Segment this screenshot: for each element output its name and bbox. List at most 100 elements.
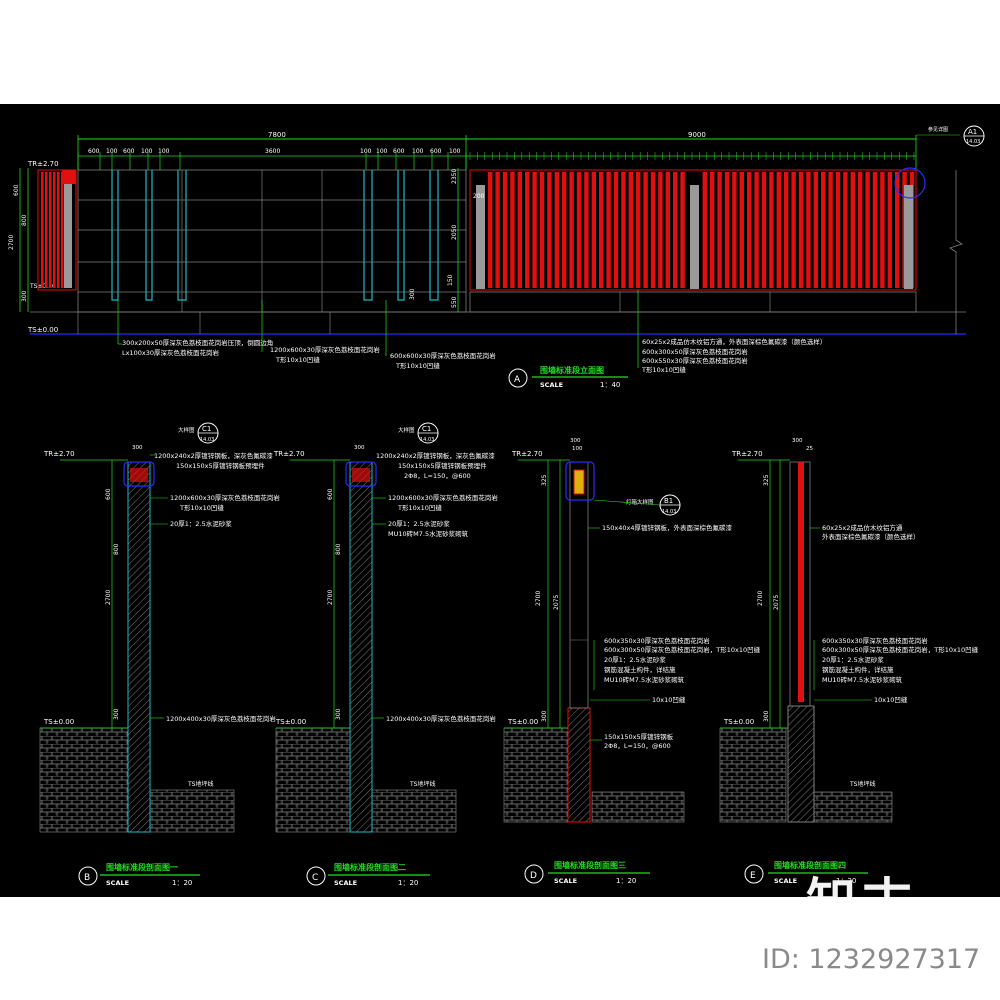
seg-dim-10: 600 bbox=[430, 148, 442, 155]
note-mid2-1: T形10x10凹缝 bbox=[395, 361, 440, 370]
sec-c-letter: C bbox=[312, 873, 318, 883]
sec-e-note-1: 外表面深棕色氟碳漆（颜色选样） bbox=[822, 532, 920, 541]
sec-e-vdim-3: 300 bbox=[763, 710, 770, 722]
sec-e-dim-top2: 25 bbox=[806, 446, 813, 452]
sec-d-callout: B1 bbox=[664, 497, 673, 505]
red-bar bbox=[658, 172, 663, 288]
left-red-bars bbox=[41, 172, 64, 288]
sec-d-note-4: 钢筋混凝土构件，详结施 bbox=[604, 665, 676, 674]
vert-dim-1: 2700 bbox=[8, 235, 15, 250]
right-vert-dim-2350: 2350 bbox=[451, 169, 458, 184]
seg-dim-11: 100 bbox=[449, 148, 461, 155]
right-light-column-3 bbox=[904, 185, 913, 289]
sec-d-level-bottom: TS±0.00 bbox=[507, 718, 538, 726]
red-bar bbox=[562, 172, 567, 288]
right-red-bars bbox=[488, 172, 915, 288]
red-bar bbox=[502, 172, 508, 288]
sec-c-callout-sub: 14.03 bbox=[420, 437, 434, 443]
seg-dim-9: 100 bbox=[412, 148, 424, 155]
sec-c-note-6: MU10砖M7.5水泥砂浆砌筑 bbox=[388, 529, 469, 538]
sec-e-note-3: 600x300x50厚深灰色荔枝面花岗岩，T形10x10凹缝 bbox=[822, 645, 979, 654]
sec-c-scale: 1：20 bbox=[398, 879, 418, 887]
sec-b-scale: 1：20 bbox=[172, 879, 192, 887]
red-bar bbox=[850, 172, 855, 288]
red-bar bbox=[628, 172, 633, 288]
sec-b-level-bottom: TS±0.00 bbox=[43, 718, 74, 726]
red-bar bbox=[843, 172, 848, 288]
sec-e-note-6: MU10砖M7.5水泥砂浆砌筑 bbox=[822, 675, 903, 684]
sec-b-ground: TS地坪线 bbox=[187, 780, 213, 788]
left-wall-panel bbox=[77, 169, 467, 334]
red-bar bbox=[717, 172, 722, 288]
title-letter: A bbox=[514, 375, 521, 385]
watermark-logo: 知末 bbox=[806, 873, 918, 931]
tag-150: 150 bbox=[447, 274, 454, 286]
scale-value: 1：40 bbox=[600, 381, 620, 389]
red-bar bbox=[495, 172, 500, 288]
sec-e-level-bottom: TS±0.00 bbox=[723, 718, 754, 726]
sec-b-letter: B bbox=[84, 873, 90, 883]
sec-c-vdim-3: 300 bbox=[335, 708, 342, 720]
sec-d-note-2: 600x300x50厚深灰色荔枝面花岗岩，T形10x10凹缝 bbox=[604, 645, 761, 654]
seg-dim-3: 100 bbox=[141, 148, 153, 155]
sec-d-callout-sub: 14.03 bbox=[662, 509, 676, 515]
level-bottom-label: TS±0.00 bbox=[27, 326, 58, 334]
red-bar bbox=[613, 172, 619, 288]
red-bar bbox=[798, 172, 804, 288]
stone-post bbox=[363, 170, 373, 301]
sec-d-vdim-1: 2700 bbox=[535, 591, 542, 606]
vert-dim-3: 800 bbox=[21, 214, 28, 226]
sec-d-letter: D bbox=[530, 871, 537, 881]
stone-post bbox=[111, 170, 119, 301]
left-red-end-panel bbox=[37, 169, 77, 291]
red-bar bbox=[872, 172, 878, 288]
right-light-column-1 bbox=[476, 185, 485, 289]
red-bar bbox=[761, 172, 767, 288]
sec-d-dim-top2: 100 bbox=[572, 446, 583, 452]
sec-b-vdim-2: 800 bbox=[113, 543, 120, 555]
sec-c-note-1: 150x150x5厚镀锌钢板预埋件 bbox=[398, 461, 487, 470]
sec-e-note-7: 10x10凹缝 bbox=[874, 695, 908, 704]
sec-d-scale-label: SCALE bbox=[554, 877, 577, 885]
red-bar bbox=[650, 172, 656, 288]
sec-c-scale-label: SCALE bbox=[334, 879, 357, 887]
red-bar bbox=[591, 172, 596, 288]
overall-dimension-lines: 7800 9000 bbox=[77, 131, 917, 170]
sec-e-vdim-0: 325 bbox=[763, 474, 770, 486]
sec-c-ground: TS地坪线 bbox=[409, 780, 435, 788]
sec-b-title: 围墙标准段剖面图一 bbox=[106, 862, 178, 872]
note-mid-0: 1200x600x30厚深灰色荔枝面花岗岩 bbox=[270, 345, 380, 354]
sec-e-note-0: 60x25x2成品仿木纹铝方通 bbox=[822, 523, 903, 532]
red-bar bbox=[584, 172, 589, 288]
level-top-label: TR±2.70 bbox=[27, 160, 59, 168]
sec-b-vdim-3: 300 bbox=[113, 708, 120, 720]
sec-c-callout-label: 大样图 bbox=[398, 426, 415, 434]
sec-c-note-2: 2Φ8，L=150，@600 bbox=[404, 472, 471, 480]
red-bar bbox=[776, 172, 781, 288]
sec-e-letter: E bbox=[750, 871, 756, 881]
sec-d-vdim-0: 325 bbox=[541, 474, 548, 486]
section-d: TR±2.70 TS±0.00 325 2700 2075 300 300 10… bbox=[503, 438, 761, 885]
sec-e-note-2: 600x350x30厚深灰色荔枝面花岗岩 bbox=[822, 636, 928, 645]
sec-b-note-4: 20厚1：2.5水泥砂浆 bbox=[170, 519, 232, 528]
sec-d-note-6: 10x10凹缝 bbox=[652, 695, 686, 704]
drawing-canvas: 7800 9000 600 100 600 100 100 3600 100 1… bbox=[0, 104, 1000, 897]
red-bar bbox=[599, 172, 604, 288]
sec-d-title: 围墙标准段剖面图三 bbox=[554, 860, 626, 870]
sec-e-note-5: 钢筋混凝土构件，详结施 bbox=[822, 665, 894, 674]
tag-300: 300 bbox=[409, 288, 416, 300]
sections-group: TR±2.70 TS±0.00 TS地坪线 600 2700 800 300 3… bbox=[39, 422, 979, 887]
red-bar bbox=[606, 172, 611, 288]
overall-dim-left: 7800 bbox=[268, 131, 286, 139]
sec-c-level-top: TR±2.70 bbox=[273, 450, 305, 458]
red-bar bbox=[57, 172, 60, 288]
sec-d-vdim-3: 300 bbox=[541, 710, 548, 722]
sec-b-dim-top: 300 bbox=[132, 445, 143, 451]
note-mid2-0: 600x600x30厚深灰色荔枝面花岗岩 bbox=[390, 351, 496, 360]
title-text: 围墙标准段立面图 bbox=[540, 365, 604, 375]
sec-d-scale: 1：20 bbox=[616, 877, 636, 885]
note-right-3: T形10x10凹缝 bbox=[641, 365, 686, 374]
red-bar bbox=[673, 172, 678, 288]
right-vert-dim-550: 550 bbox=[451, 296, 458, 308]
right-light-column-2 bbox=[690, 185, 699, 289]
